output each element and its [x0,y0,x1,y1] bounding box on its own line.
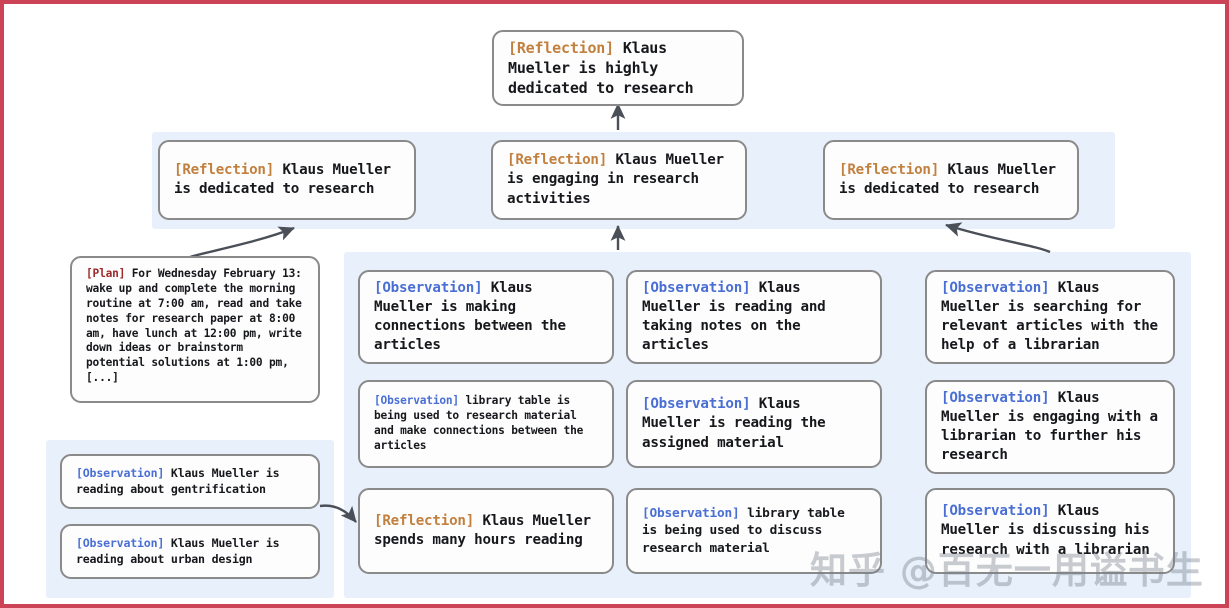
node-text: Klaus Mueller is reading about gentrific… [76,466,287,496]
node-plan[interactable]: [Plan] For Wednesday February 13: wake u… [70,256,320,403]
tag-observation: [Observation] [941,279,1050,296]
tag-observation: [Observation] [941,503,1050,520]
node-col2-observation-2[interactable]: [Observation] Klaus Mueller is reading t… [626,380,882,468]
node-col1-observation-2[interactable]: [Observation] library table is being use… [358,380,614,468]
tag-reflection: [Reflection] [839,161,940,178]
node-text: Klaus Mueller is engaging in research ac… [507,152,733,207]
node-col3-observation-3[interactable]: [Observation] Klaus Mueller is discussin… [925,488,1175,574]
node-text: library table is being used to discuss r… [642,506,853,556]
tag-reflection: [Reflection] [174,161,275,178]
node-text: Klaus Mueller is reading the assigned ma… [642,396,834,451]
node-reflection-3[interactable]: [Reflection] Klaus Mueller is dedicated … [823,140,1079,220]
tag-reflection: [Reflection] [507,152,608,169]
node-text: Klaus Mueller is making connections betw… [374,279,575,354]
node-col2-observation-1[interactable]: [Observation] Klaus Mueller is reading a… [626,270,882,364]
tag-reflection: [Reflection] [374,512,475,529]
node-text: Klaus Mueller is reading and taking note… [642,279,834,354]
node-reflection-2[interactable]: [Reflection] Klaus Mueller is engaging i… [491,140,747,220]
node-col3-observation-2[interactable]: [Observation] Klaus Mueller is engaging … [925,380,1175,474]
node-text: Klaus Mueller is highly dedicated to res… [508,38,694,98]
node-text: For Wednesday February 13: wake up and c… [86,267,309,385]
tag-observation: [Observation] [374,279,483,296]
tag-observation: [Observation] [642,279,751,296]
tag-observation: [Observation] [941,389,1050,406]
node-col1-reflection[interactable]: [Reflection] Klaus Mueller spends many h… [358,488,614,574]
node-top-reflection[interactable]: [Reflection] Klaus Mueller is highly ded… [492,30,744,106]
node-col1-observation-1[interactable]: [Observation] Klaus Mueller is making co… [358,270,614,364]
tag-observation: [Observation] [374,394,459,408]
node-col3-observation-1[interactable]: [Observation] Klaus Mueller is searching… [925,270,1175,364]
tag-observation: [Observation] [642,396,751,413]
node-text: Klaus Mueller is discussing his research… [941,503,1158,558]
tag-plan: [Plan] [86,267,126,280]
node-reflection-1[interactable]: [Reflection] Klaus Mueller is dedicated … [158,140,416,220]
node-text: library table is being used to research … [374,394,590,452]
node-text: Klaus Mueller is dedicated to research [174,161,400,197]
node-text: Klaus Mueller is dedicated to research [839,161,1065,197]
node-text: Klaus Mueller is reading about urban des… [76,536,287,566]
tag-observation: [Observation] [642,506,740,522]
node-col2-observation-3[interactable]: [Observation] library table is being use… [626,488,882,574]
node-text: Klaus Mueller is engaging with a librari… [941,389,1167,464]
tag-observation: [Observation] [76,466,165,481]
node-left-observation-1[interactable]: [Observation] Klaus Mueller is reading a… [60,454,320,509]
tag-observation: [Observation] [76,536,165,551]
tag-reflection: [Reflection] [508,38,614,57]
node-text: Klaus Mueller spends many hours reading [374,512,600,548]
node-text: Klaus Mueller is searching for relevant … [941,279,1167,354]
node-left-observation-2[interactable]: [Observation] Klaus Mueller is reading a… [60,524,320,579]
